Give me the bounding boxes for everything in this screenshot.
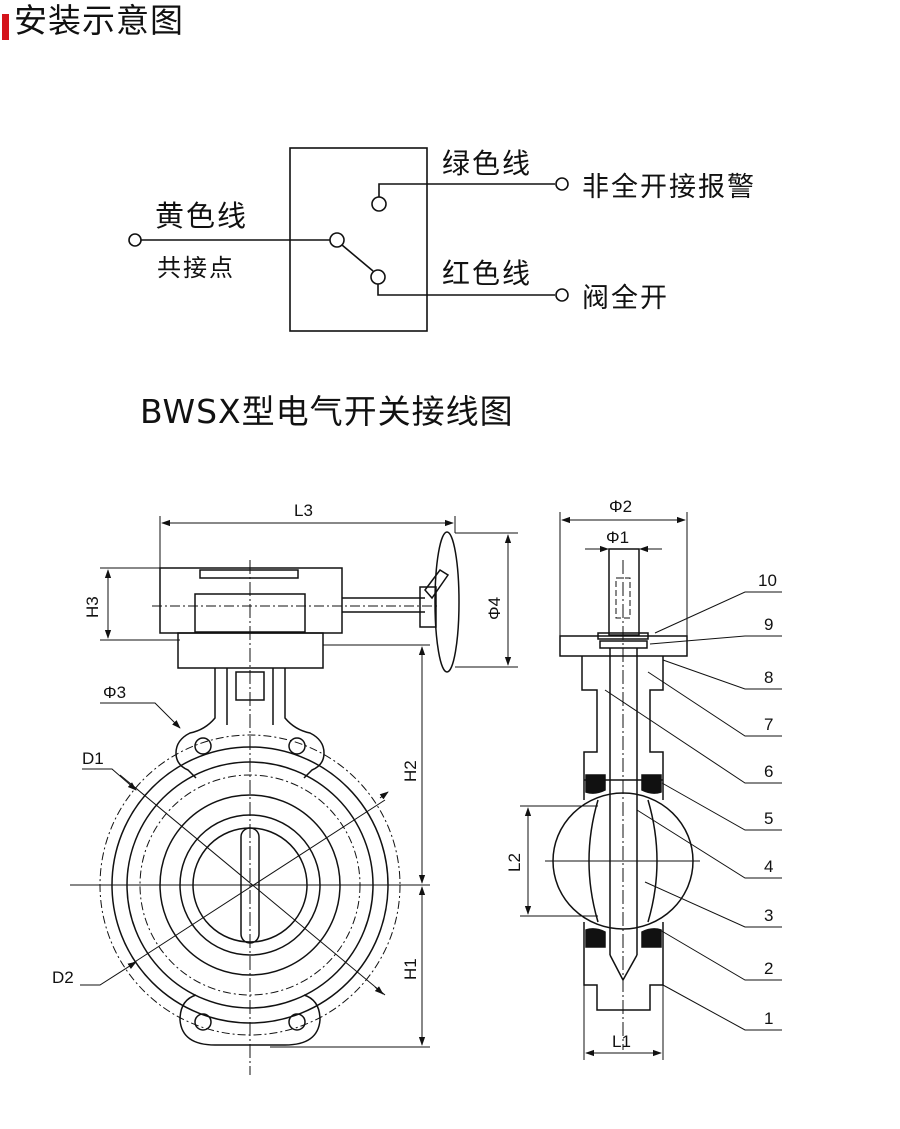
- front-view-labels: L3 H3 Φ4 Φ3 D1 D2 H2 H1: [52, 501, 504, 987]
- part-1: 1: [764, 1009, 773, 1028]
- common-point-label: 共接点: [157, 254, 235, 282]
- part-5: 5: [764, 809, 773, 828]
- valve-side-view: [520, 512, 782, 1060]
- page-title: 安装示意图: [14, 1, 184, 40]
- lower-contact: [370, 269, 386, 285]
- dim-L2: L2: [505, 853, 524, 872]
- alarm-label: 非全开接报警: [582, 172, 756, 203]
- red-wire-label: 红色线: [442, 257, 532, 290]
- dim-L1: L1: [612, 1032, 631, 1051]
- dim-H2: H2: [401, 760, 420, 782]
- yellow-wire-label: 黄色线: [155, 199, 248, 233]
- common-contact: [329, 232, 345, 248]
- part-2: 2: [764, 959, 773, 978]
- dim-phi2: Φ2: [609, 497, 632, 516]
- part-10: 10: [758, 571, 777, 590]
- dim-L3: L3: [294, 501, 313, 520]
- switch-blade: [341, 244, 374, 272]
- part-8: 8: [764, 668, 773, 687]
- upper-contact: [371, 196, 387, 212]
- part-9: 9: [764, 615, 773, 634]
- part-4: 4: [764, 857, 773, 876]
- part-6: 6: [764, 762, 773, 781]
- dim-H1: H1: [401, 958, 420, 980]
- part-7: 7: [764, 715, 773, 734]
- common-terminal: [128, 233, 142, 247]
- fully-open-label: 阀全开: [582, 283, 669, 314]
- dim-phi3: Φ3: [103, 683, 126, 702]
- dim-H3: H3: [83, 596, 102, 618]
- dim-phi4: Φ4: [485, 597, 504, 620]
- alarm-terminal: [555, 177, 569, 191]
- handwheel: [424, 568, 450, 600]
- wiring-caption: BWSX型电气开关接线图: [140, 392, 514, 431]
- dim-D2: D2: [52, 968, 74, 987]
- wiring-labels: 黄色线 共接点 绿色线 非全开接报警 红色线 阀全开 BWSX型电气开关接线图: [140, 147, 756, 431]
- wiring-diagram: [128, 147, 569, 332]
- open-terminal: [555, 288, 569, 302]
- dim-D1: D1: [82, 749, 104, 768]
- green-wire-label: 绿色线: [442, 147, 532, 180]
- valve-front-view: [70, 516, 518, 1075]
- header-accent-bar: [2, 14, 9, 40]
- side-view-labels: Φ2 Φ1 L2 L1 10 9 8 7 6 5 4 3 2 1: [505, 497, 777, 1051]
- dim-phi1: Φ1: [606, 528, 629, 547]
- part-3: 3: [764, 906, 773, 925]
